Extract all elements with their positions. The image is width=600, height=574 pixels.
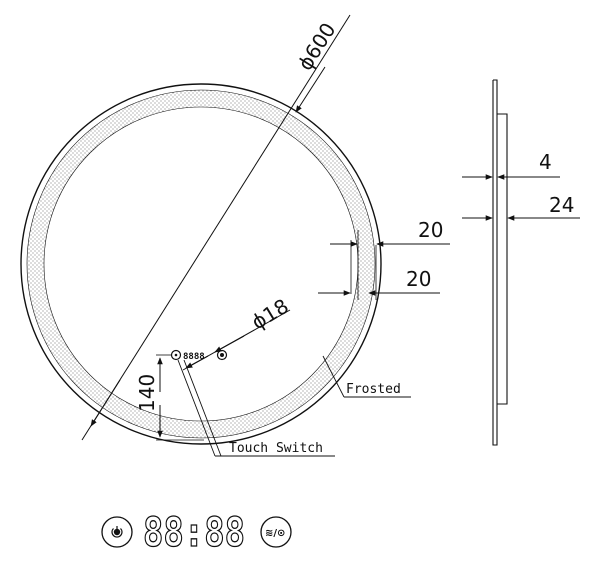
frosted-label: Frosted [346,382,401,397]
mini-power-icon [170,349,182,361]
control-panel-detail: 88:88 ≋/⊙ [101,509,292,557]
touch-switch-mini-display: 8888 [170,349,228,362]
mirror-side-view: 4 24 [462,79,580,446]
touch-switch-height-label: 140 [135,374,159,412]
frosted-ring-outer-edge [26,89,376,439]
touch-switch-height-dimension: 140 [135,354,204,441]
defog-icon: ≋/⊙ [260,516,292,548]
inner-ring-width-label: 20 [406,267,431,291]
outer-ring-width-label: 20 [418,218,443,242]
diameter-dimension: ϕ600 [81,14,351,441]
touch-switch-callout: Touch Switch [177,359,335,457]
frosted-callout: Frosted [322,355,411,398]
large-time-display: 88:88 [143,510,245,556]
mirror-outer-edge [20,83,382,445]
mirror-front-view [20,83,382,445]
total-depth-label: 24 [549,193,574,217]
frosted-ring-inner-edge [43,106,359,422]
mini-time-display: 8888 [183,352,205,362]
mini-defog-icon [216,349,228,361]
diameter-label: ϕ600 [293,18,341,74]
side-view-backframe [497,113,508,405]
frosted-ring [27,90,376,438]
touch-switch-label: Touch Switch [229,441,323,456]
side-view-glass [492,79,498,446]
touch-switch-diameter-label: ϕ18 [247,294,292,334]
power-icon [101,516,133,548]
glass-thickness-label: 4 [539,150,552,174]
ring-width-dimensions: 20 20 [318,218,450,300]
defog-symbol: ≋/⊙ [265,528,285,539]
